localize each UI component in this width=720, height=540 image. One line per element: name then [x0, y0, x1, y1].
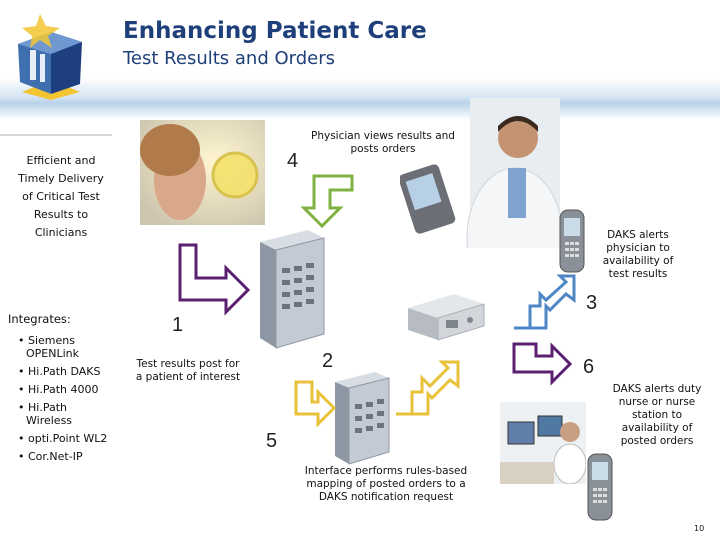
caption-interface: Interface performs rules-based mapping o…: [300, 465, 472, 504]
step-number: 5: [266, 430, 277, 453]
page-number: 10: [694, 524, 704, 533]
arrow-step-4: [304, 176, 352, 226]
arrow-step-3: [514, 276, 574, 328]
step-number: 4: [287, 150, 298, 173]
arrow-step-2: [296, 382, 334, 424]
arrow-step-1: [180, 245, 248, 312]
step-number: 3: [586, 292, 597, 315]
caption-physician: Physician views results and posts orders: [308, 130, 458, 156]
arrow-step-5: [396, 362, 458, 414]
step-number: 1: [172, 314, 183, 337]
caption-daks-nurse: DAKS alerts duty nurse or nurse station …: [612, 383, 702, 448]
step-number: 2: [322, 350, 333, 373]
step-number: 6: [583, 356, 594, 379]
arrow-step-6: [514, 344, 570, 382]
caption-daks-physician: DAKS alerts physician to availability of…: [598, 229, 678, 281]
caption-test-results: Test results post for a patient of inter…: [132, 358, 244, 384]
